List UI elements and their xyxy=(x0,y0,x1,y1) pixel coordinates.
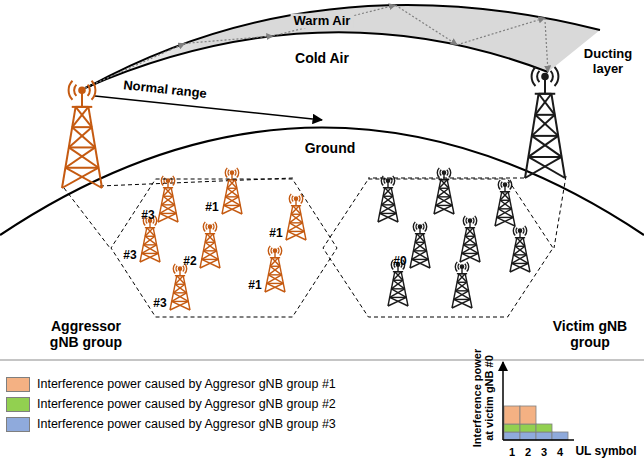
gnb-tower xyxy=(452,262,472,308)
gnb-tower xyxy=(62,81,102,188)
legend-row: Interference power caused by Aggresor gN… xyxy=(6,396,336,412)
gnb-tower xyxy=(265,246,285,292)
legend-text: Interference power caused by Aggresor gN… xyxy=(37,417,336,431)
gnb-group-hexagon: Victim gNB group xyxy=(322,178,554,318)
layer-label: Cold Air xyxy=(295,50,349,66)
gnb-tower xyxy=(158,176,178,222)
gnb-tower xyxy=(525,67,565,178)
interference-bar xyxy=(520,432,536,440)
interference-bar xyxy=(520,424,536,432)
legend-row: Interference power caused by Aggresor gN… xyxy=(6,416,336,432)
gnb-tower xyxy=(510,226,530,272)
gnb-tower xyxy=(200,222,220,268)
y-axis xyxy=(502,362,504,440)
group-callout: #2 xyxy=(183,255,196,269)
hexagon-outline xyxy=(110,178,338,318)
ducting-ray xyxy=(545,18,548,72)
ducting-band xyxy=(85,5,600,88)
group-callout: #0 xyxy=(393,255,406,269)
tick-label: 2 xyxy=(525,446,531,459)
legend-swatch xyxy=(6,377,30,392)
group-callout: #3 xyxy=(141,209,154,223)
gnb-group-hexagon: Aggressor gNB group xyxy=(110,178,338,318)
ducting-upper-arc xyxy=(90,5,600,86)
hexagon-outline xyxy=(322,178,554,318)
interference-bar xyxy=(504,432,520,440)
ducting-ray xyxy=(457,18,545,45)
gnb-tower xyxy=(495,180,515,226)
group-callout: #1 xyxy=(269,227,282,241)
band-label: Warm Air xyxy=(291,14,354,29)
normal-range-arrow xyxy=(95,96,322,120)
gnb-tower xyxy=(140,216,160,262)
cold-air-arc xyxy=(85,32,548,88)
legend-text: Interference power caused by Aggresor gN… xyxy=(37,397,336,411)
legend-swatch xyxy=(6,397,30,412)
interference-bar xyxy=(536,424,552,432)
separator-line xyxy=(0,359,644,360)
interference-bar xyxy=(504,406,520,424)
gnb-tower xyxy=(222,168,242,214)
group-callout: #1 xyxy=(205,201,218,215)
layer-label: Ground xyxy=(305,140,356,156)
ducting-ray xyxy=(395,5,457,45)
x-axis xyxy=(503,439,574,441)
projection-line xyxy=(554,176,566,248)
gnb-tower xyxy=(434,168,454,214)
group-heading: Victim gNB group xyxy=(548,318,632,350)
ducting-ray xyxy=(273,5,396,36)
interference-bar xyxy=(552,432,568,440)
tick-label: 4 xyxy=(557,446,563,459)
ducting-ray xyxy=(185,36,273,43)
interference-bar xyxy=(536,432,552,440)
legend-text: Interference power caused by Aggresor gN… xyxy=(37,377,336,391)
group-callout: #3 xyxy=(153,297,166,311)
axis-title: UL symbol xyxy=(575,445,636,459)
tick-label: 1 xyxy=(509,446,515,459)
tick-label: 3 xyxy=(541,446,547,459)
interference-bar xyxy=(504,424,520,432)
group-callout: #3 xyxy=(123,249,136,263)
ducting-label: Ducting layer xyxy=(579,47,637,77)
axis-title: Interference power at victim gNB #0 xyxy=(471,346,495,450)
projection-line xyxy=(64,188,110,248)
range-label: Normal range xyxy=(123,78,208,102)
interference-bar xyxy=(520,406,536,424)
group-callout: #1 xyxy=(248,279,261,293)
gnb-tower xyxy=(170,264,190,310)
gnb-tower xyxy=(378,176,398,222)
gnb-tower xyxy=(460,216,480,262)
gnb-tower xyxy=(410,222,430,268)
gnb-tower xyxy=(286,194,306,240)
legend-row: Interference power caused by Aggresor gN… xyxy=(6,376,336,392)
ground-arc xyxy=(0,128,644,236)
legend-swatch xyxy=(6,417,30,432)
group-heading: Aggressor gNB group xyxy=(44,318,128,350)
